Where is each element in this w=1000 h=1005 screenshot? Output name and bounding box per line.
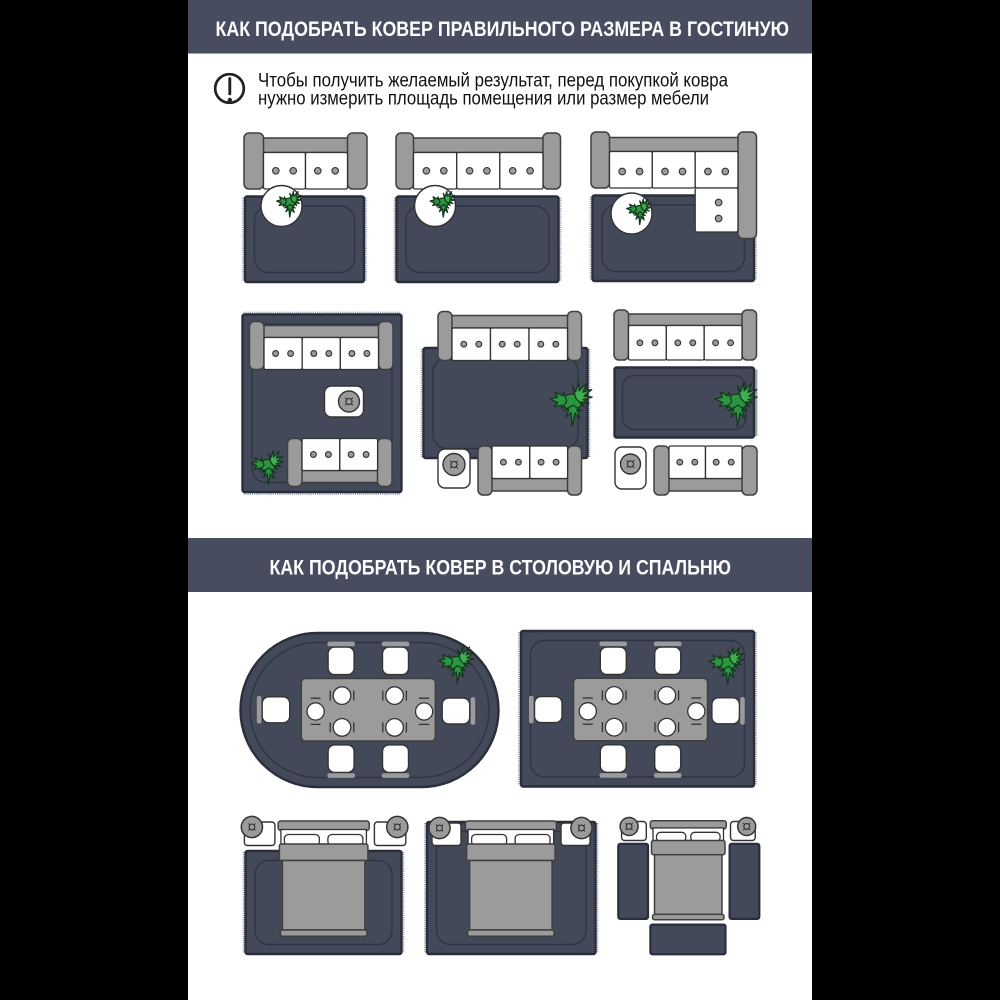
svg-text:Чтобы получить желаемый резуль: Чтобы получить желаемый результат, перед… [258,69,728,91]
svg-text:КАК ПОДОБРАТЬ КОВЕР В СТОЛОВУЮ: КАК ПОДОБРАТЬ КОВЕР В СТОЛОВУЮ И СПАЛЬНЮ [270,557,732,580]
svg-text:КАК ПОДОБРАТЬ КОВЕР ПРАВИЛЬНОГ: КАК ПОДОБРАТЬ КОВЕР ПРАВИЛЬНОГО РАЗМЕРА … [216,18,790,41]
svg-text:нужно измерить площадь помещен: нужно измерить площадь помещения или раз… [258,88,709,110]
